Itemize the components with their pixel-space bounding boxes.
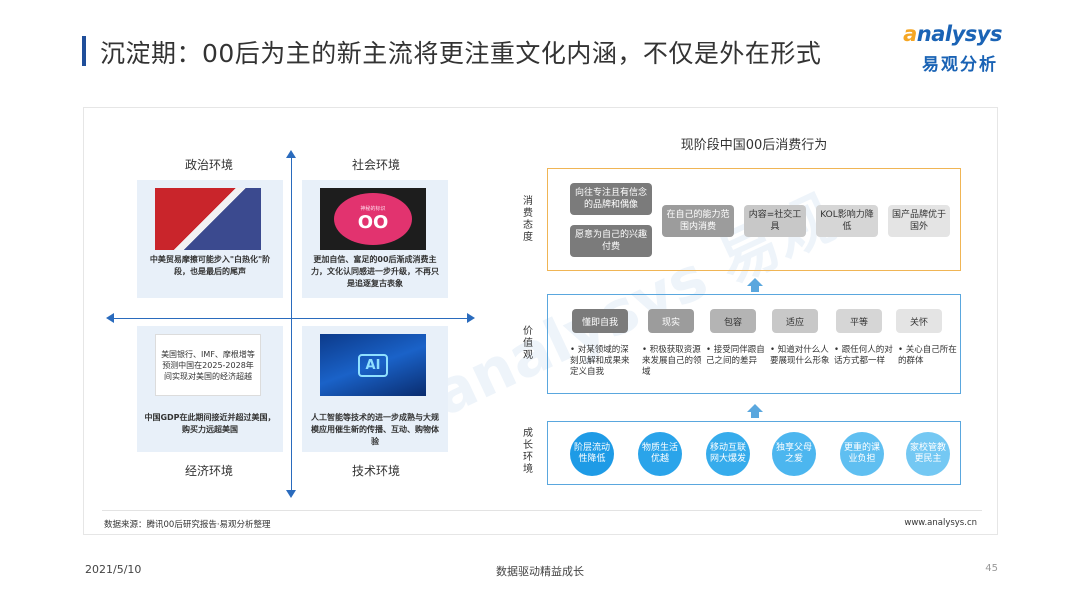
attitude-chip-2: 愿意为自己的兴趣付费 xyxy=(570,225,652,257)
analysys-logo: analysys 易观分析 xyxy=(892,22,1002,78)
data-source: 数据来源：腾讯00后研究报告·易观分析整理 xyxy=(104,520,271,530)
logo-chinese: 易观分析 xyxy=(922,55,998,75)
society-text: 更加自信、富足的00后渐成消费主力，文化认同感进一步升级，不再只是追逐复古表象 xyxy=(311,255,439,288)
environment-box: 阶层流动性降低 物质生活优越 移动互联网大爆发 独享父母之爱 更重的课业负担 家… xyxy=(547,421,961,485)
value-chip-2: 现实 xyxy=(648,309,694,333)
ai-icon: AI xyxy=(357,353,389,377)
logo-english: analysys xyxy=(903,22,1002,46)
ai-tech-image: AI xyxy=(320,334,426,396)
arrow-stem xyxy=(751,412,759,418)
horizontal-axis xyxy=(109,318,469,319)
value-desc-6: • 关心自己所在的群体 xyxy=(898,345,957,366)
oo-circle: 神秘的标识 OO xyxy=(334,193,412,245)
value-desc-3: • 接受同伴跟自己之间的差异 xyxy=(706,345,765,366)
arrow-up-icon xyxy=(286,150,296,158)
row-label-values: 价值观 xyxy=(523,326,533,361)
up-arrow-icon xyxy=(747,404,763,412)
attitude-chip-5: KOL影响力降低 xyxy=(816,205,878,237)
technology-text: 人工智能等技术的进一步成熟与大规模应用催生新的传播、互动、购物体验 xyxy=(311,413,439,446)
politics-text: 中美贸易摩擦可能步入"白热化"阶段，也是最后的尾声 xyxy=(149,255,271,276)
report-date: 2021/5/10 xyxy=(85,563,142,576)
oo-logo-image: 神秘的标识 OO xyxy=(320,188,426,250)
arrow-right-icon xyxy=(467,313,475,323)
page-number: 45 xyxy=(985,563,998,574)
arrow-stem xyxy=(751,286,759,292)
society-card: 神秘的标识 OO 更加自信、富足的00后渐成消费主力，文化认同感进一步升级，不再… xyxy=(302,180,448,298)
title-accent-bar xyxy=(82,36,86,66)
row-label-attitude: 消费态度 xyxy=(523,196,533,243)
attitude-chip-3: 在自己的能力范围内消费 xyxy=(662,205,734,237)
attitude-box: 向往专注且有信念的品牌和偶像 愿意为自己的兴趣付费 在自己的能力范围内消费 内容… xyxy=(547,168,961,271)
values-box: 懂即自我 • 对某领域的深刻见解和成果来定义自我 现实 • 积极获取资源来发展自… xyxy=(547,294,961,394)
env-circle-1: 阶层流动性降低 xyxy=(570,432,614,476)
slogan: 数据驱动精益成长 xyxy=(496,565,584,578)
flags-handshake-image xyxy=(155,188,261,250)
website-link[interactable]: www.analysys.cn xyxy=(904,518,977,528)
economy-text: 中国GDP在此期间接近并超过美国，购买力远超美国 xyxy=(144,413,276,434)
arrow-left-icon xyxy=(106,313,114,323)
label-society: 社会环境 xyxy=(351,158,400,172)
env-circle-4: 独享父母之爱 xyxy=(772,432,816,476)
row-label-environment: 成长环境 xyxy=(523,428,533,475)
value-desc-5: • 跟任何人的对话方式都一样 xyxy=(834,345,893,366)
value-chip-5: 平等 xyxy=(836,309,882,333)
page-title: 沉淀期：00后为主的新主流将更注重文化内涵，不仅是外在形式 xyxy=(100,39,822,68)
label-technology: 技术环境 xyxy=(351,464,400,478)
source-divider xyxy=(102,510,982,511)
env-circle-6: 家校管教更民主 xyxy=(906,432,950,476)
attitude-chip-4: 内容=社交工具 xyxy=(744,205,806,237)
value-chip-4: 适应 xyxy=(772,309,818,333)
politics-card: 中美贸易摩擦可能步入"白热化"阶段，也是最后的尾声 xyxy=(137,180,283,298)
value-desc-1: • 对某领域的深刻见解和成果来定义自我 xyxy=(570,345,630,377)
env-circle-3: 移动互联网大爆发 xyxy=(706,432,750,476)
value-chip-3: 包容 xyxy=(710,309,756,333)
economy-card: 美国银行、IMF、摩根增等预测中国在2025-2028年间实现对美国的经济超越 … xyxy=(137,326,283,452)
label-politics: 政治环境 xyxy=(184,158,233,172)
env-circle-5: 更重的课业负担 xyxy=(840,432,884,476)
value-chip-1: 懂即自我 xyxy=(572,309,628,333)
value-desc-2: • 积极获取资源来发展自己的领域 xyxy=(642,345,702,377)
value-desc-4: • 知道对什么人要展现什么形象 xyxy=(770,345,830,366)
economy-quote: 美国银行、IMF、摩根增等预测中国在2025-2028年间实现对美国的经济超越 xyxy=(161,349,255,381)
env-circle-2: 物质生活优越 xyxy=(638,432,682,476)
label-economy: 经济环境 xyxy=(184,464,233,478)
economy-quote-box: 美国银行、IMF、摩根增等预测中国在2025-2028年间实现对美国的经济超越 xyxy=(155,334,261,396)
attitude-chip-6: 国产品牌优于国外 xyxy=(888,205,950,237)
arrow-down-icon xyxy=(286,490,296,498)
up-arrow-icon xyxy=(747,278,763,286)
consumer-behavior-title: 现阶段中国00后消费行为 xyxy=(680,138,828,153)
attitude-chip-1: 向往专注且有信念的品牌和偶像 xyxy=(570,183,652,215)
technology-card: AI 人工智能等技术的进一步成熟与大规模应用催生新的传播、互动、购物体验 xyxy=(302,326,448,452)
value-chip-6: 关怀 xyxy=(896,309,942,333)
content-panel: analysys 易观 政治环境 社会环境 经济环境 技术环境 中美贸易摩擦可能… xyxy=(83,107,998,535)
vertical-axis xyxy=(291,152,292,492)
